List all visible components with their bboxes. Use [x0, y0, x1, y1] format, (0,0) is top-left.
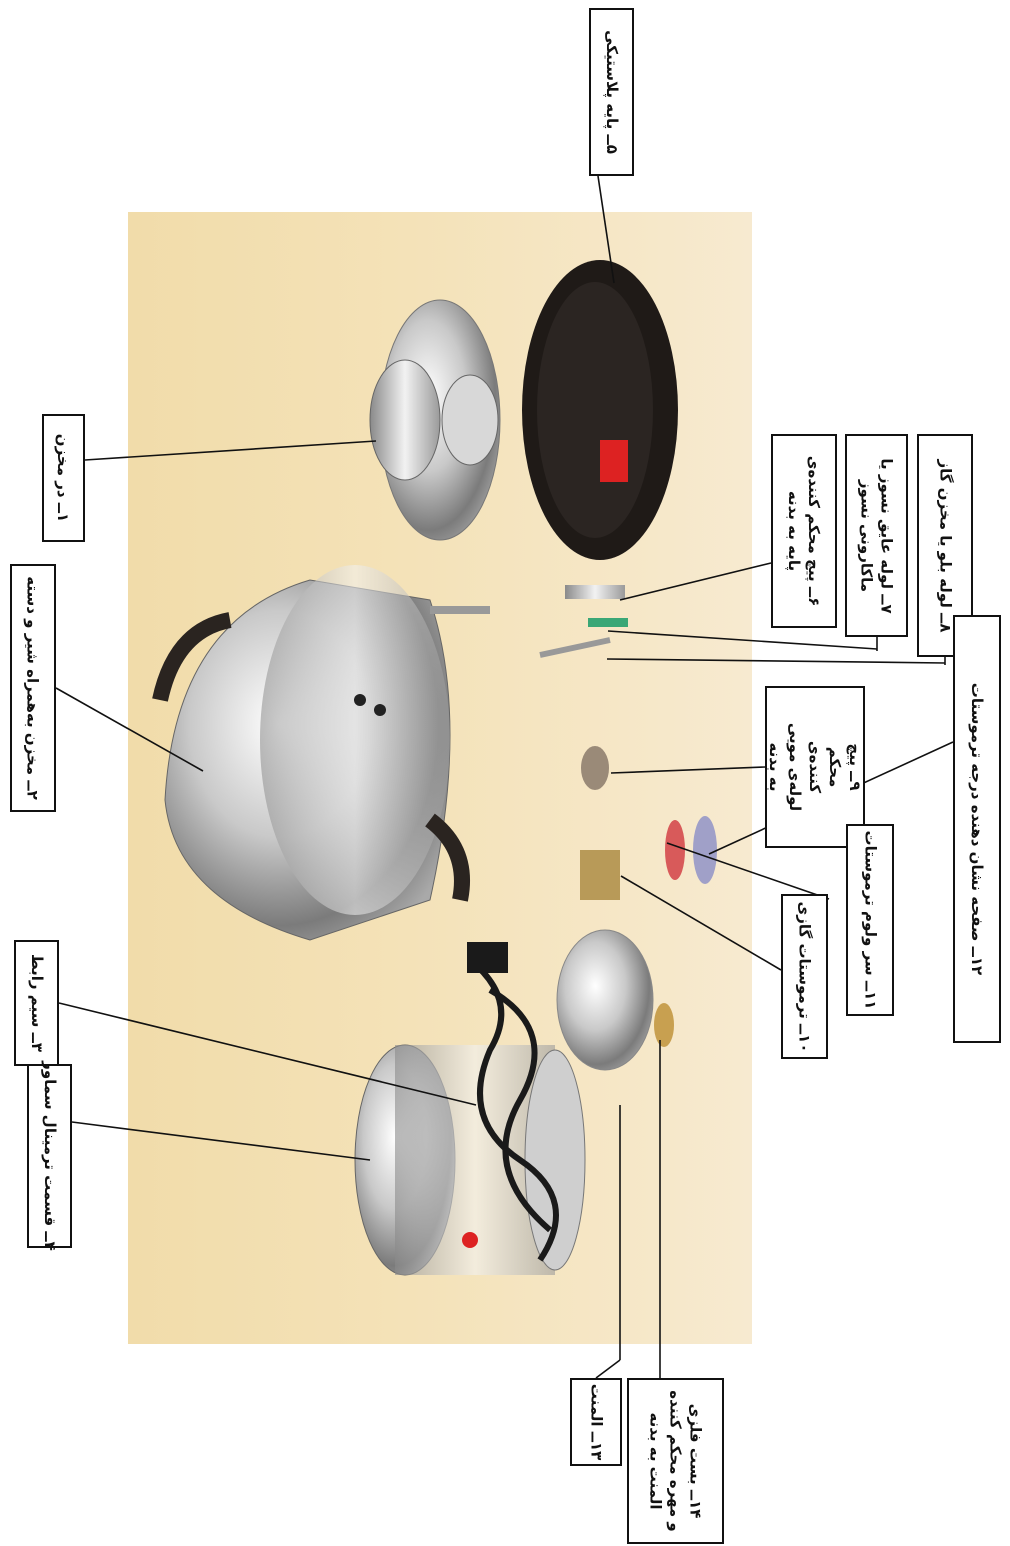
- tank-part: [152, 565, 490, 941]
- label-bellows-tube-text: ۸ــ لوله بلو یا مخزن گاز: [936, 459, 954, 632]
- label-insulation-tube: ۷ــ لوله عایق نسوز یا ماکارونی نسوز: [845, 434, 908, 637]
- label-element-clamp-text: ۱۴ــ بست فلزی و مهره محکم کننده المنت به…: [646, 1390, 705, 1532]
- label-insulation-tube-text: ۷ــ لوله عایق نسوز یا ماکارونی نسوز: [857, 457, 896, 614]
- label-element-clamp: ۱۴ــ بست فلزی و مهره محکم کننده المنت به…: [627, 1378, 724, 1544]
- label-element-text: ۱۳ــ المنت: [587, 1383, 605, 1461]
- label-thermostat-dial: ۱۲ــ صفحه نشان دهنده درجه ترموستات: [953, 615, 1001, 1043]
- label-plastic-base-text: ۵ــ پایه پلاستیکی: [602, 30, 621, 154]
- label-thermostat-knob: ۱۱ــ سر ولوم ترموستات: [846, 824, 894, 1016]
- terminal-part: [354, 1044, 586, 1276]
- power-cord-part: [467, 942, 559, 1262]
- label-plastic-base: ۵ــ پایه پلاستیکی: [589, 8, 634, 176]
- label-tank-text: ۲ــ مخزن به‌همراه شیر و دسته: [24, 576, 43, 800]
- label-cord: ۳ــ سیم رابط: [14, 940, 59, 1066]
- label-base-screw-text: ۶ــ پیچ محکم کننده‌ی پایه به بدنه: [785, 455, 823, 607]
- label-capillary-screw: ۹ــ پیچ محکم کننده‌ی لوله‌ی مویی به بدنه: [765, 686, 865, 848]
- label-terminal: ۴ــ قسمت ترمینال سماور: [27, 1061, 72, 1251]
- label-gas-thermostat: ۱۰ــ ترموستات گازی: [781, 894, 828, 1059]
- label-element: ۱۳ــ المنت: [570, 1378, 622, 1466]
- label-base-screw: ۶ــ پیچ محکم کننده‌ی پایه به بدنه: [771, 434, 837, 628]
- label-thermostat-knob-text: ۱۱ــ سر ولوم ترموستات: [861, 830, 879, 1010]
- plastic-base-part: [522, 260, 678, 560]
- label-gas-thermostat-text: ۱۰ــ ترموستات گازی: [795, 901, 814, 1052]
- label-lid: ۱ــ در مخزن: [42, 414, 85, 542]
- leader-lines: [55, 175, 954, 1379]
- small-parts: [539, 585, 717, 1071]
- label-tank: ۲ــ مخزن به‌همراه شیر و دسته: [10, 564, 56, 812]
- label-capillary-screw-text: ۹ــ پیچ محکم کننده‌ی لوله‌ی مویی به بدنه: [766, 722, 864, 812]
- label-cord-text: ۳ــ سیم رابط: [27, 954, 46, 1052]
- label-thermostat-dial-text: ۱۲ــ صفحه نشان دهنده درجه ترموستات: [968, 682, 987, 976]
- label-lid-text: ۱ــ در مخزن: [54, 433, 73, 523]
- label-terminal-text: ۴ــ قسمت ترمینال سماور: [40, 1061, 59, 1251]
- lid-part: [369, 299, 501, 541]
